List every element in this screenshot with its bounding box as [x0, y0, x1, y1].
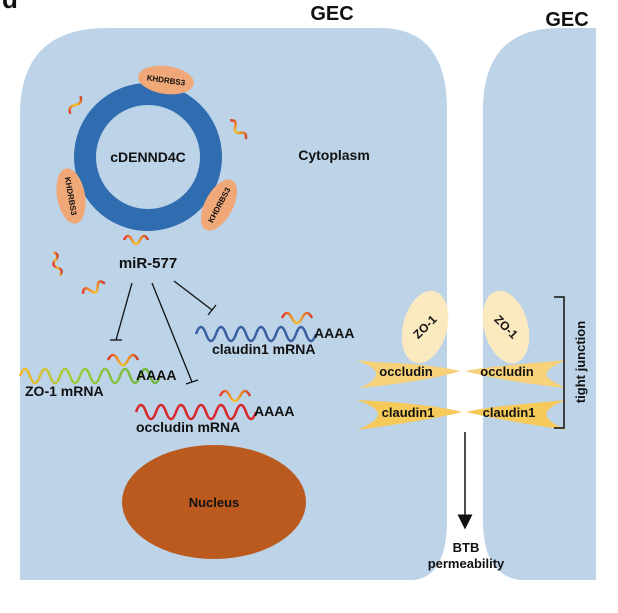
claudin1-mrna-label: claudin1 mRNA: [212, 341, 315, 357]
mirna-strand: [122, 234, 150, 246]
right-cell: [483, 28, 596, 580]
mirna-strand: [106, 353, 140, 367]
mirna-strand: [81, 280, 106, 294]
inhibit-claudin-line: [173, 280, 213, 311]
mirna-strand: [218, 389, 252, 403]
mirna-strand: [230, 119, 248, 140]
tight-junction-bracket: [554, 296, 565, 429]
mirna-strand: [280, 311, 314, 325]
btb-label: BTB: [453, 540, 480, 555]
inhibit-zo1-line: [115, 282, 133, 341]
inhibit-claudin-bar: [207, 304, 217, 316]
khdrbs3-protein-top: KHDRBS3: [138, 65, 194, 95]
left-cell: [20, 28, 447, 580]
mirna-label: miR-577: [119, 255, 177, 272]
claudin1-right: [466, 400, 566, 430]
zo1-mrna-strand: [18, 367, 162, 385]
occludin-left-label: occludin: [379, 364, 433, 379]
circrna-ring: [74, 83, 222, 231]
zo1-protein-right: ZO-1: [482, 290, 530, 364]
claudin1-mrna-polya: AAAA: [314, 325, 354, 341]
mirna-strand: [52, 251, 63, 277]
occludin-left-body: [360, 362, 460, 388]
paracellular-gap-flare: [415, 520, 520, 580]
claudin1-left: [357, 400, 462, 430]
inhibit-occludin-bar: [185, 379, 199, 385]
permeability-label: permeability: [428, 556, 505, 571]
circrna-label: cDENND4C: [110, 149, 185, 165]
inhibition-edges: [110, 280, 217, 385]
zo1-protein-left: ZO-1: [401, 290, 449, 364]
occludin-mrna-polya: AAAA: [254, 403, 294, 419]
panel-label: d: [2, 0, 18, 14]
right-cell-title: GEC: [545, 9, 588, 31]
khdrbs3-protein-left: KHDRBS3: [56, 168, 86, 224]
occludin-mrna-strand: [134, 403, 258, 421]
occludin-mrna-label: occludin mRNA: [136, 419, 240, 435]
claudin1-left-label: claudin1: [382, 405, 435, 420]
khdrbs3-protein-right: KHDRBS3: [200, 179, 238, 231]
nucleus: [122, 445, 306, 559]
inhibit-occludin-line: [151, 282, 193, 383]
mirna-strand: [68, 95, 83, 115]
claudin1-mrna-strand: [194, 325, 318, 343]
occludin-right: [465, 360, 566, 388]
nucleus-label: Nucleus: [189, 495, 240, 510]
tight-junction-label: tight junction: [573, 321, 588, 403]
left-cell-title: GEC: [310, 3, 353, 25]
zo1-mrna-label: ZO-1 mRNA: [25, 383, 104, 399]
claudin1-right-label: claudin1: [483, 405, 536, 420]
cytoplasm-label: Cytoplasm: [298, 147, 370, 163]
zo1-mrna-polya: AAAA: [136, 367, 176, 383]
occludin-right-label: occludin: [480, 364, 534, 379]
